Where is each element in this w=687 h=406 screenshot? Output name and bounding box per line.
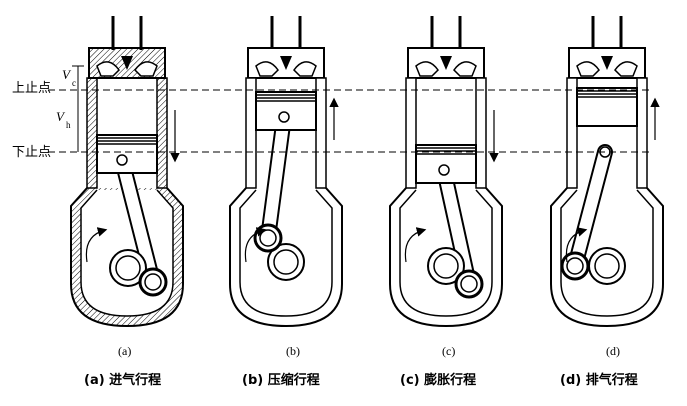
crankcase-outer [550, 187, 664, 328]
cylinder-wall-right [475, 77, 487, 189]
engine-c [389, 16, 503, 328]
stroke-a-caption: (a) 进气行程 [84, 373, 162, 388]
cylinder-wall-left [86, 77, 98, 189]
exhaust-port [293, 61, 317, 77]
vc-subscript: c [72, 78, 76, 88]
stroke-c-caption: (c) 膨胀行程 [400, 373, 477, 388]
stroke-d-caption: (d) 排气行程 [560, 373, 638, 388]
piston-pin [438, 164, 450, 176]
stroke-a-letter: (a) [118, 344, 132, 358]
cylinder-wall-right [156, 77, 168, 189]
spark-plug [280, 56, 292, 70]
intake-port [576, 61, 600, 77]
intake-port [415, 61, 439, 77]
exhaust-port [134, 61, 158, 77]
crankshaft-inner [115, 255, 141, 281]
stroke-b-letter: (b) [286, 344, 300, 358]
vc-symbol: V [62, 67, 70, 82]
crank-pin-inner [144, 273, 162, 291]
vh-subscript: h [66, 120, 71, 130]
top-dead-center-label: 上止点 [12, 81, 52, 96]
intake-port [96, 61, 120, 77]
crankshaft-inner [594, 253, 620, 279]
connecting-rod-inner [262, 111, 290, 244]
cylinder-wall-left [405, 77, 417, 189]
cylinder-wall-right [315, 77, 327, 189]
crankshaft-inner [273, 249, 299, 275]
bottom-dead-center-label: 下止点 [12, 145, 52, 160]
spark-plug [440, 56, 452, 70]
crank-pin-inner [460, 275, 478, 293]
cylinder-wall-left [245, 77, 257, 189]
rotation-arrow [565, 227, 588, 263]
cylinder-wall-left [566, 77, 578, 189]
exhaust-port [614, 61, 638, 77]
crank-pin-inner [259, 229, 277, 247]
rotation-arrow [244, 227, 267, 263]
crankcase-outer [229, 187, 343, 328]
engine-a [70, 16, 184, 328]
rotation-arrow [85, 227, 108, 263]
crankcase-outer [389, 187, 503, 328]
piston-pin [278, 111, 290, 123]
spark-plug [601, 56, 613, 70]
crank-pin-inner [566, 257, 584, 275]
engine-b [229, 16, 343, 328]
stroke-b-caption: (b) 压缩行程 [242, 373, 320, 388]
crankshaft-inner [433, 253, 459, 279]
intake-port [255, 61, 279, 77]
vh-symbol: V [56, 109, 64, 124]
spark-plug [121, 56, 133, 70]
cylinder-wall-right [636, 77, 648, 189]
dead-center-lines [48, 65, 650, 153]
stroke-d-letter: (d) [606, 344, 620, 358]
rotation-arrow [404, 227, 427, 263]
exhaust-port [453, 61, 477, 77]
engine-d [550, 16, 664, 328]
connecting-rod-inner [116, 154, 159, 288]
connecting-rod-inner [569, 146, 611, 272]
piston-pin [116, 154, 128, 166]
stroke-c-letter: (c) [442, 344, 456, 358]
